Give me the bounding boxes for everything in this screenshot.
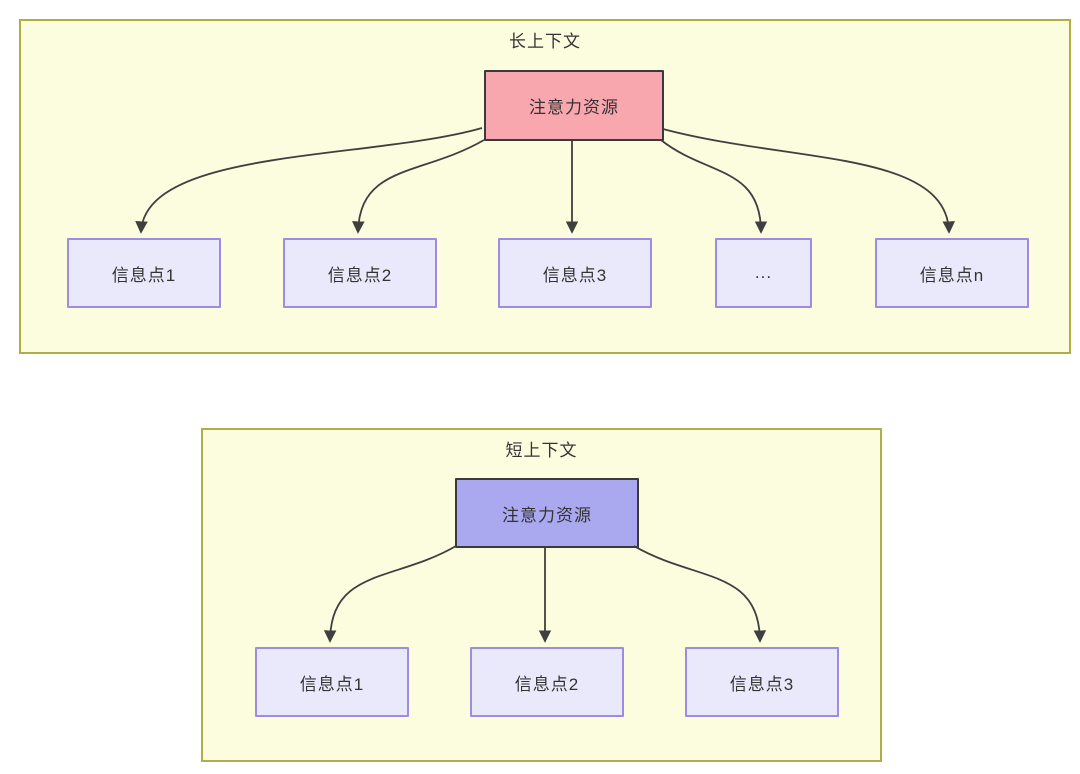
short-context-container: 短上下文 注意力资源 信息点1 信息点2 信息点3 — [201, 428, 882, 762]
info-node-label: 信息点3 — [729, 674, 795, 694]
info-node-label: 信息点1 — [299, 674, 365, 694]
attention-resource-node-long: 注意力资源 — [484, 70, 664, 141]
info-node-short-2: 信息点2 — [470, 647, 624, 717]
attention-resource-node-short: 注意力资源 — [455, 478, 639, 548]
info-node-long-2: 信息点2 — [283, 238, 437, 308]
info-node-label: 信息点n — [919, 265, 985, 285]
info-node-label: 信息点1 — [111, 265, 177, 285]
info-node-short-3: 信息点3 — [685, 647, 839, 717]
long-context-container: 长上下文 注意力资源 信息点1 信息点2 信息点3 ... 信息点n — [19, 19, 1071, 354]
info-node-long-3: 信息点3 — [498, 238, 652, 308]
long-context-title: 长上下文 — [509, 32, 581, 51]
info-node-label: 信息点2 — [327, 265, 393, 285]
info-node-label: 信息点3 — [542, 265, 608, 285]
info-node-long-ellipsis: ... — [715, 238, 812, 308]
info-node-long-1: 信息点1 — [67, 238, 221, 308]
info-node-long-n: 信息点n — [875, 238, 1029, 308]
info-node-label: ... — [754, 263, 773, 282]
attention-resource-label: 注意力资源 — [502, 505, 592, 525]
short-context-title: 短上下文 — [505, 441, 578, 460]
info-node-short-1: 信息点1 — [255, 647, 409, 717]
info-node-label: 信息点2 — [514, 674, 580, 694]
attention-resource-label: 注意力资源 — [529, 98, 619, 117]
